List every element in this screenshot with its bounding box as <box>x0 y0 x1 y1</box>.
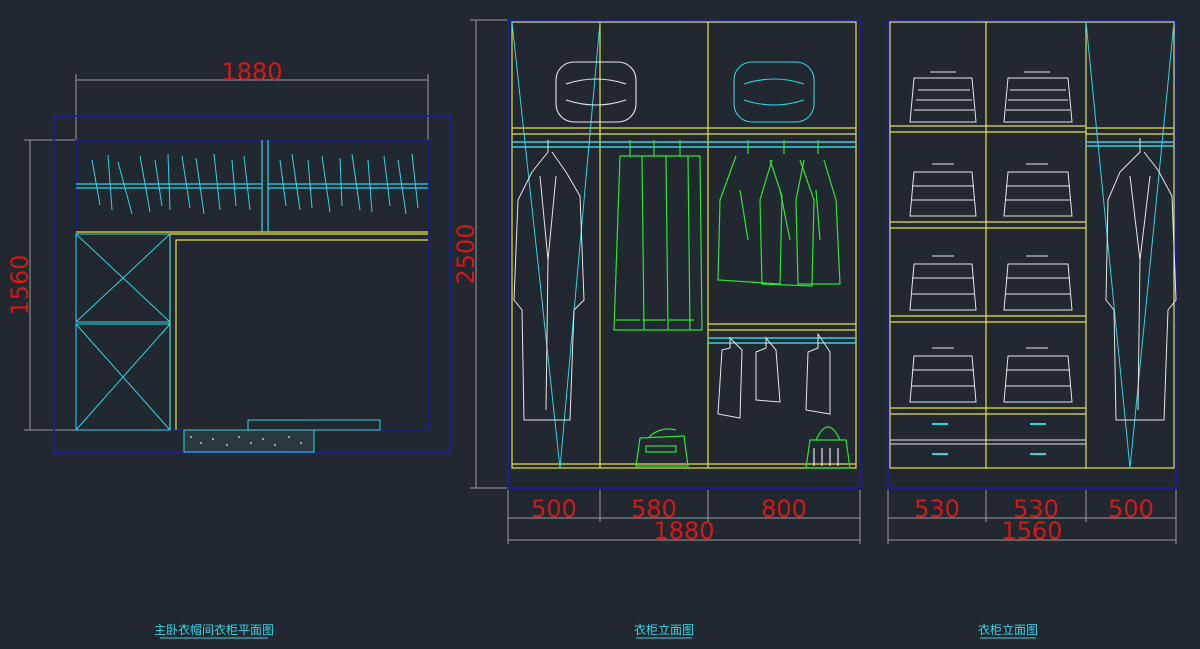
elevation-b-long-coat <box>1105 138 1177 421</box>
plan-shelf-units <box>75 233 171 431</box>
plan-width-label: 1880 <box>221 58 282 86</box>
elevation-a-door-swing <box>511 21 601 469</box>
elevation-a-long-coat <box>513 140 585 421</box>
elevation-a-small-garments <box>717 332 831 419</box>
elevation-b-width-dimensions <box>887 490 1177 544</box>
elevation-a-rods <box>512 141 856 344</box>
elevation-b-rod <box>1086 141 1174 147</box>
elevation-a-height-label: 2500 <box>452 223 480 284</box>
elevation-b-segment-1: 530 <box>914 495 960 523</box>
elevation-b-drawer-handles <box>932 423 1046 455</box>
plan-room-frame <box>53 115 451 454</box>
elevation-a-segment-1: 500 <box>531 495 577 523</box>
elevation-a-jackets <box>717 140 841 287</box>
elevation-a-hats <box>555 61 815 123</box>
plan-depth-dimension <box>24 139 76 431</box>
elevation-a-trousers <box>613 140 703 331</box>
elevation-b-drawers <box>890 439 1086 445</box>
elevation-b-carcass <box>889 21 1175 469</box>
elevation-b-folded-sweaters <box>909 163 1073 403</box>
elevation-b-segment-2: 530 <box>1013 495 1059 523</box>
elevation-a-segment-3: 800 <box>761 495 807 523</box>
plan-hanging-rod <box>76 140 428 232</box>
elevation-a-bags <box>635 426 851 469</box>
elevation-b-caption: 衣柜立面图 <box>978 622 1038 637</box>
plan-hangers <box>91 153 419 215</box>
plan-caption: 主卧衣帽间衣柜平面图 <box>154 622 274 637</box>
elevation-a-width-dimensions <box>507 490 861 544</box>
elevation-a-carcass <box>511 21 857 469</box>
plan-door-slab <box>247 419 381 431</box>
wardrobe-elevation-b: 530 530 500 1560 衣柜立面图 <box>887 19 1177 639</box>
elevation-a-segment-2: 580 <box>631 495 677 523</box>
wardrobe-plan-view: 1880 1560 <box>6 58 451 639</box>
plan-mat-texture <box>190 436 302 446</box>
elevation-b-total: 1560 <box>1001 517 1062 545</box>
wardrobe-elevation-a: 2500 <box>452 19 861 639</box>
elevation-b-door-swing <box>1085 21 1175 469</box>
plan-door-mat <box>183 429 315 453</box>
elevation-a-total: 1880 <box>653 517 714 545</box>
elevation-a-height-dimension <box>470 19 510 489</box>
elevation-b-frame <box>887 19 1177 489</box>
elevation-a-caption: 衣柜立面图 <box>634 622 694 637</box>
plan-width-dimension <box>75 74 429 140</box>
elevation-a-frame <box>507 19 861 489</box>
elevation-b-folded-shirts <box>909 71 1073 123</box>
plan-depth-label: 1560 <box>6 254 34 315</box>
elevation-b-segment-3: 500 <box>1108 495 1154 523</box>
